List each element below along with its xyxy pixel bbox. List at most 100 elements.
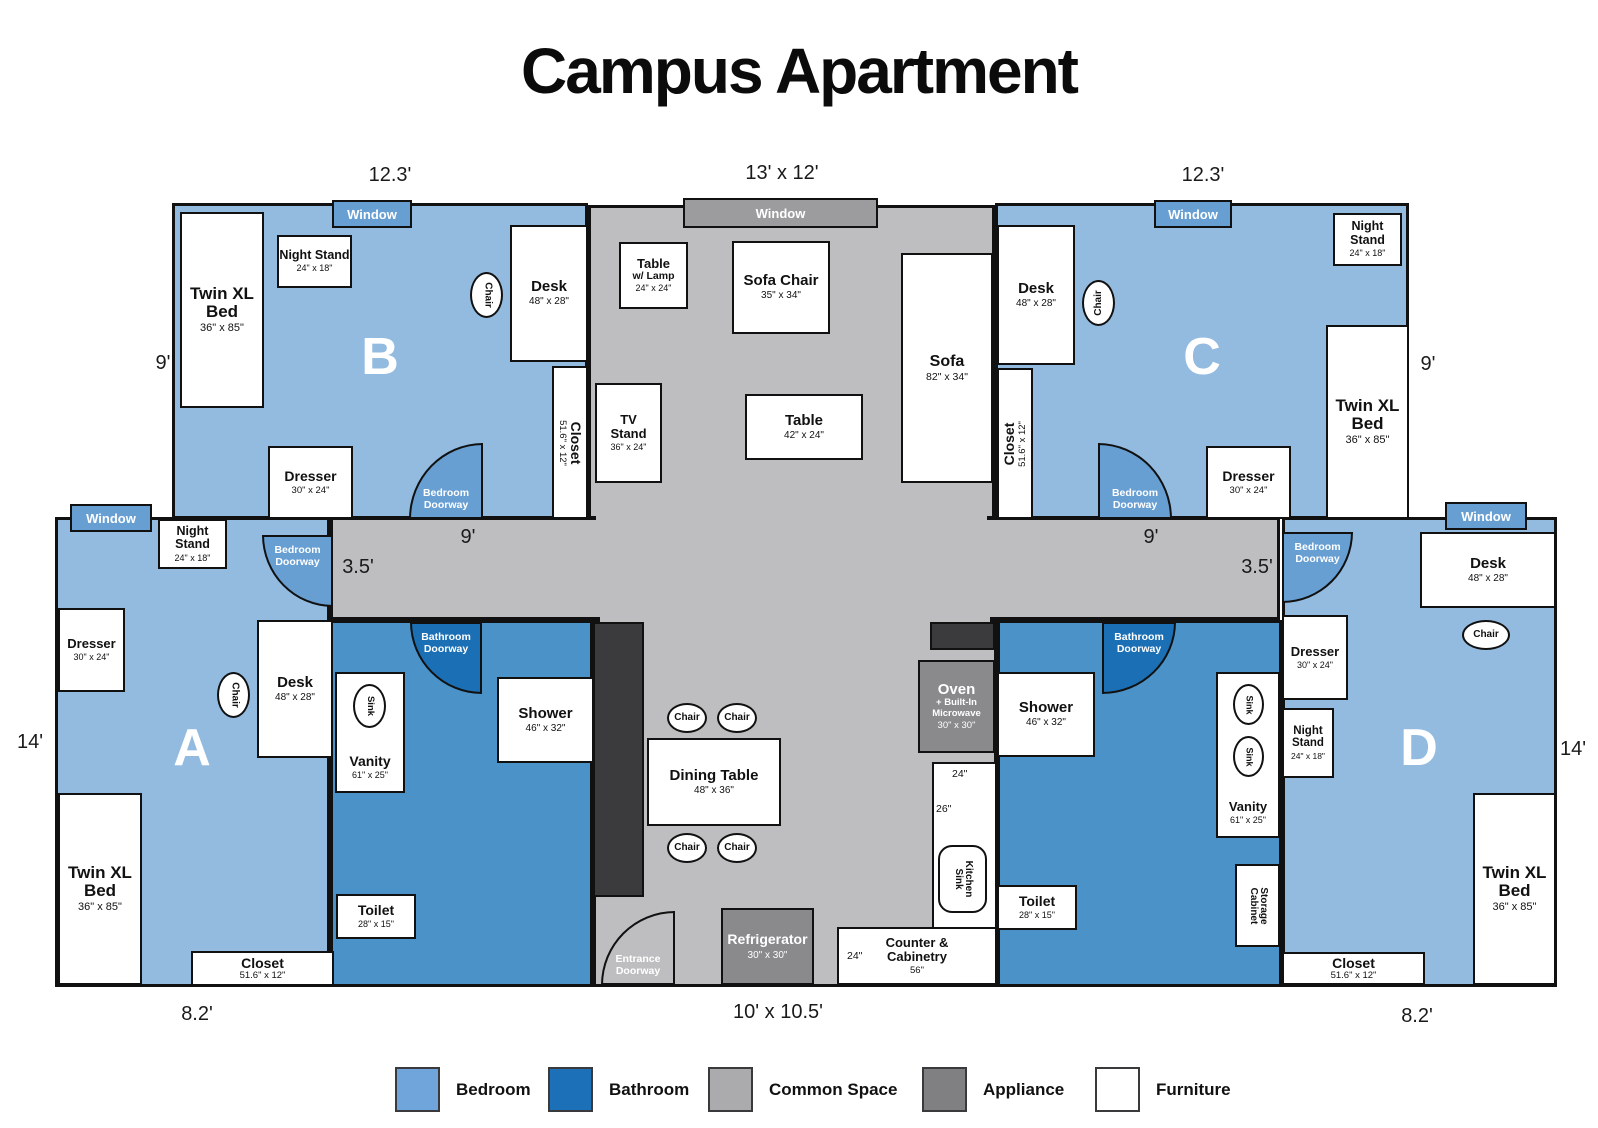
room-c-letter: C <box>1183 328 1221 386</box>
furniture-sublabel: + Built-In Microwave <box>932 697 981 719</box>
furniture-label: TV Stand <box>610 412 647 442</box>
dim-hallway-width-right: 3.5' <box>1241 556 1273 578</box>
dim-room-c-width: 12.3' <box>1181 164 1225 186</box>
oven-microwave: Oven + Built-In Microwave 30" x 30" <box>918 660 995 753</box>
furniture-dims: 51.6" x 12" <box>1017 420 1029 467</box>
furniture-label: Sink <box>364 695 376 717</box>
sink-bathroom-d-bottom: Sink <box>1233 736 1264 777</box>
furniture-dims: 48" x 28" <box>275 691 315 703</box>
furniture-dims: 36" x 85" <box>78 901 122 914</box>
furniture-label: Desk <box>277 673 313 691</box>
furniture-dims: 28" x 15" <box>358 919 394 930</box>
dresser-room-b: Dresser 30" x 24" <box>268 446 353 519</box>
furniture-label: Dresser <box>284 467 337 484</box>
window-room-b: Window <box>332 200 412 228</box>
vanity-bathroom-a: Vanity 61" x 25" Sink <box>335 672 405 793</box>
sofa: Sofa 82" x 34" <box>901 253 993 483</box>
chair-room-d: Chair <box>1462 620 1510 650</box>
furniture-label: Twin XL Bed <box>1335 395 1400 434</box>
passage-bottom <box>600 614 990 625</box>
furniture-label: Chair <box>674 841 700 853</box>
furniture-label: Sofa <box>929 352 965 370</box>
furniture-label: Table <box>784 411 824 429</box>
kitchen-sink: Kitchen Sink <box>938 845 987 913</box>
dim-room-d-width: 8.2' <box>1401 1005 1433 1027</box>
furniture-dims: 61" x 25" <box>1230 815 1266 826</box>
legend-furniture: Furniture <box>1095 1067 1231 1112</box>
furniture-label: Shower <box>1018 699 1074 716</box>
furniture-label: Chair <box>1473 628 1499 640</box>
furniture-label: Dining Table <box>669 766 759 784</box>
furniture-label: Desk <box>1470 554 1506 572</box>
legend-label: Bedroom <box>456 1079 531 1099</box>
doorway-label: Bedroom <box>1111 486 1159 499</box>
window-common: Window <box>683 198 878 228</box>
furniture-dims: 30" x 24" <box>73 652 110 663</box>
furniture-label: Counter & Cabinetry <box>885 934 949 964</box>
furniture-dims: 36" x 24" <box>610 442 647 453</box>
furniture-dims: 51.6" x 12" <box>239 969 286 981</box>
room-d-letter: D <box>1400 719 1438 777</box>
window-room-a: Window <box>70 504 152 532</box>
furniture-dims: 61" x 25" <box>352 770 388 781</box>
furniture-dims: 46" x 32" <box>525 722 566 734</box>
counter-dim-26: 26" <box>936 803 952 815</box>
furniture-label: Sink <box>1244 694 1255 714</box>
legend-bedroom: Bedroom <box>395 1067 531 1112</box>
desk-room-b: Desk 48" x 28" <box>510 225 588 362</box>
dim-hallway-right: 9' <box>1143 526 1159 548</box>
furniture-label: Sink <box>1244 746 1255 766</box>
doorway-label: Doorway <box>275 556 320 569</box>
furniture-dims: 30" x 30" <box>937 719 976 731</box>
closet-room-d: Closet 51.6" x 12" <box>1282 952 1425 985</box>
furniture-dims: 36" x 85" <box>1492 901 1537 914</box>
furniture-label: Chair <box>1092 290 1104 316</box>
legend-bathroom: Bathroom <box>548 1067 689 1112</box>
bed-room-b: Twin XL Bed 36" x 85" <box>180 212 264 408</box>
common-space-swatch <box>708 1067 753 1112</box>
dim-room-b-height: 9' <box>155 352 171 374</box>
legend-common-space: Common Space <box>708 1067 897 1112</box>
desk-room-a: Desk 48" x 28" <box>257 620 333 758</box>
bedroom-swatch <box>395 1067 440 1112</box>
furniture-label: Closet <box>1332 954 1375 971</box>
furniture-label: Table <box>637 255 670 271</box>
furniture-dims: 30" x 30" <box>747 949 788 961</box>
furniture-dims: 82" x 34" <box>926 370 968 383</box>
night-stand-room-a: Night Stand 24" x 18" <box>158 519 227 569</box>
refrigerator: Refrigerator 30" x 30" <box>721 908 814 985</box>
furniture-label: Desk <box>531 278 567 295</box>
furniture-dims: 28" x 15" <box>1019 910 1055 921</box>
furniture-label: Dresser <box>1290 643 1340 659</box>
wall-segment-left <box>593 622 644 897</box>
furniture-label: Vanity <box>1228 799 1268 815</box>
window-label: Window <box>86 510 136 526</box>
appliance-swatch <box>922 1067 967 1112</box>
dining-chair-bottom-right: Chair <box>717 833 757 863</box>
furniture-label: Shower <box>518 704 573 722</box>
furniture-dims: 48" x 28" <box>1468 572 1508 584</box>
table-with-lamp: Table w/ Lamp 24" x 24" <box>619 242 688 309</box>
bed-room-c: Twin XL Bed 36" x 85" <box>1326 325 1409 519</box>
doorway-label: Doorway <box>423 498 469 511</box>
window-room-d: Window <box>1445 502 1527 530</box>
furniture-label: Night Stand <box>1350 219 1385 247</box>
dim-room-c-height: 9' <box>1420 353 1436 375</box>
sink-bathroom-a: Sink <box>353 684 386 728</box>
furniture-dims: 30" x 24" <box>1229 484 1268 496</box>
legend-label: Appliance <box>983 1079 1065 1099</box>
chair-room-a: Chair <box>217 672 250 718</box>
doorway-label: Bedroom <box>274 544 321 556</box>
furniture-label: Twin XL Bed <box>1482 862 1547 901</box>
wall-segment-right <box>930 622 995 650</box>
tv-stand: TV Stand 36" x 24" <box>595 383 662 483</box>
furniture-label: Storage Cabinet <box>1247 886 1270 925</box>
night-stand-room-b: Night Stand 24" x 18" <box>277 235 352 288</box>
dresser-room-d: Dresser 30" x 24" <box>1282 615 1348 700</box>
furniture-label: Night Stand <box>279 247 350 262</box>
furniture-label: Chair <box>674 711 700 723</box>
furniture-label: Dresser <box>67 636 116 652</box>
window-label: Window <box>1461 508 1511 524</box>
